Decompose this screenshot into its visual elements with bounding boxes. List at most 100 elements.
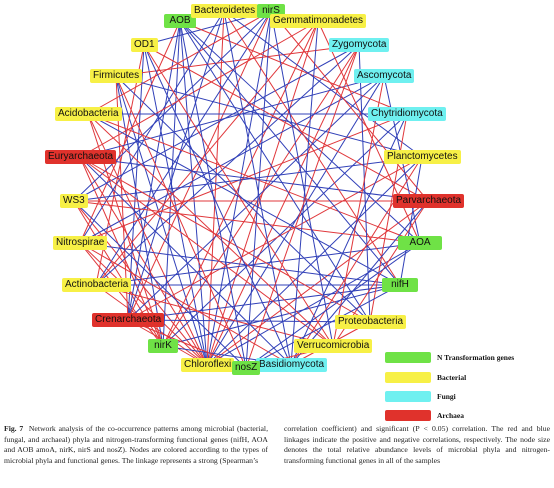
caption-right-text: correlation coefficient) and significant… <box>284 424 550 465</box>
legend-label-archaea: Archaea <box>437 411 464 420</box>
edge-chloroflexi-ws3 <box>73 200 208 366</box>
edge-nirs-parvarchaeota <box>270 10 429 202</box>
edge-nitrospirae-aob <box>79 20 181 244</box>
edge-chloroflexi-nirs <box>206 10 272 366</box>
node-od1: OD1 <box>131 38 158 52</box>
edge-firmicutes-proteobacteria <box>115 75 371 323</box>
edge-crenarchaeota-planctomycetes <box>127 156 423 321</box>
node-euryarchaeota: Euryarchaeota <box>45 150 117 164</box>
node-aob: AOB <box>164 14 196 28</box>
node-aoa: AOA <box>398 236 442 250</box>
edge-zygomycota-nosz <box>245 44 360 369</box>
edge-chloroflexi-aoa <box>206 242 421 366</box>
edge-bacteroidetes-planctomycetes <box>223 10 423 158</box>
edge-zygomycota-proteobacteria <box>358 44 371 323</box>
node-basidiomycota: Basidiomycota <box>256 358 328 372</box>
node-nitrospirae: Nitrospirae <box>53 236 108 250</box>
edge-nifh-nosz <box>245 284 401 369</box>
edge-euryarchaeota-verrucomicrobia <box>79 156 334 347</box>
edge-ascomycota-verrucomicrobia <box>332 75 385 347</box>
edge-aob-nosz <box>179 20 247 369</box>
edge-acidobacteria-nirs <box>87 10 272 115</box>
node-ascomycota: Ascomycota <box>354 69 415 83</box>
legend-label-bacterial: Bacterial <box>437 373 467 382</box>
edge-chloroflexi-nitrospirae <box>79 242 208 366</box>
edge-euryarchaeota-basidiomycota <box>79 156 292 366</box>
edge-actinobacteria-zygomycota <box>95 44 360 286</box>
node-gemmatimonadetes: Gemmatimonadetes <box>270 14 367 28</box>
edge-aob-nifh <box>179 20 401 286</box>
legend: N Transformation genes Bacterial Fungi A… <box>385 352 550 424</box>
legend-swatch-n <box>385 352 431 363</box>
edge-actinobacteria-aoa <box>95 242 421 286</box>
edge-chloroflexi-zygomycota <box>206 44 360 366</box>
edge-layer <box>73 10 429 369</box>
edge-od1-basidiomycota <box>143 44 292 366</box>
node-crenarchaeota: Crenarchaeota <box>92 313 165 327</box>
node-acidobacteria: Acidobacteria <box>55 107 122 121</box>
edge-chloroflexi-firmicutes <box>115 75 208 366</box>
edge-crenarchaeota-od1 <box>127 44 145 321</box>
edge-od1-parvarchaeota <box>143 44 429 202</box>
caption-right: correlation coefficient) and significant… <box>284 424 550 466</box>
legend-swatch-archaea <box>385 410 431 421</box>
edge-firmicutes-zygomycota <box>115 44 360 77</box>
edge-nirk-chytridiomycota <box>162 113 408 347</box>
edge-aoa-nosz <box>245 242 421 369</box>
edge-parvarchaeota-basidiomycota <box>290 200 429 366</box>
edge-nitrospirae-basidiomycota <box>79 242 292 366</box>
edge-chytridiomycota-proteobacteria <box>369 113 408 323</box>
node-chloroflexi: Chloroflexi <box>181 358 235 372</box>
edge-aob-chytridiomycota <box>179 20 408 115</box>
caption-left: Fig. 7 Network analysis of the co-occurr… <box>4 424 268 466</box>
node-ws3: WS3 <box>60 194 88 208</box>
edge-acidobacteria-verrucomicrobia <box>87 113 334 347</box>
edge-crenarchaeota-ascomycota <box>127 75 385 321</box>
edge-acidobacteria-aoa <box>87 113 421 244</box>
legend-label-n: N Transformation genes <box>437 353 515 362</box>
edge-nitrospirae-nifh <box>79 242 401 286</box>
legend-swatch-bacterial <box>385 372 431 383</box>
edge-nirk-zygomycota <box>162 44 360 347</box>
edge-euryarchaeota-gemmatimonadetes <box>79 20 319 158</box>
node-parvarchaeota: Parvarchaeota <box>393 194 465 208</box>
network-graph <box>73 10 429 369</box>
edge-aob-proteobacteria <box>179 20 371 323</box>
edge-chloroflexi-aob <box>179 20 208 366</box>
edge-euryarchaeota-ascomycota <box>79 75 385 158</box>
node-planctomycetes: Planctomycetes <box>384 150 461 164</box>
node-proteobacteria: Proteobacteria <box>335 315 407 329</box>
edge-crenarchaeota-nifh <box>127 284 401 321</box>
edge-crenarchaeota-aob <box>127 20 181 321</box>
node-verrucomicrobia: Verrucomicrobia <box>294 339 373 353</box>
edge-nirk-firmicutes <box>115 75 164 347</box>
figure-label: Fig. 7 <box>4 424 24 433</box>
legend-swatch-fungi <box>385 391 431 402</box>
edge-nirs-nosz <box>245 10 272 369</box>
node-actinobacteria: Actinobacteria <box>62 278 132 292</box>
edge-ws3-nosz <box>73 200 247 369</box>
edge-ws3-zygomycota <box>73 44 360 202</box>
edge-nirk-gemmatimonadetes <box>162 20 319 347</box>
edge-euryarchaeota-proteobacteria <box>79 156 371 323</box>
edge-firmicutes-nosz <box>115 75 247 369</box>
edge-planctomycetes-basidiomycota <box>290 156 423 366</box>
node-nirk: nirK <box>148 339 178 353</box>
edge-bacteroidetes-basidiomycota <box>223 10 292 366</box>
node-bacteroidetes: Bacteroidetes <box>191 4 259 18</box>
legend-label-fungi: Fungi <box>437 392 456 401</box>
edge-nitrospirae-ascomycota <box>79 75 385 244</box>
edge-nirk-nitrospirae <box>79 242 164 347</box>
edge-nitrospirae-chytridiomycota <box>79 113 408 244</box>
edge-nirk-aob <box>162 20 181 347</box>
edge-chloroflexi-euryarchaeota <box>79 156 208 366</box>
edge-aob-aoa <box>179 20 421 244</box>
edge-chloroflexi-planctomycetes <box>206 156 423 366</box>
node-nifh: nifH <box>382 278 418 292</box>
node-zygomycota: Zygomycota <box>329 38 390 52</box>
edge-actinobacteria-nirs <box>95 10 272 286</box>
node-nosz: nosZ <box>232 361 261 375</box>
node-chytridiomycota: Chytridiomycota <box>368 107 446 121</box>
edge-od1-verrucomicrobia <box>143 44 334 347</box>
edge-gemmatimonadetes-basidiomycota <box>290 20 319 366</box>
